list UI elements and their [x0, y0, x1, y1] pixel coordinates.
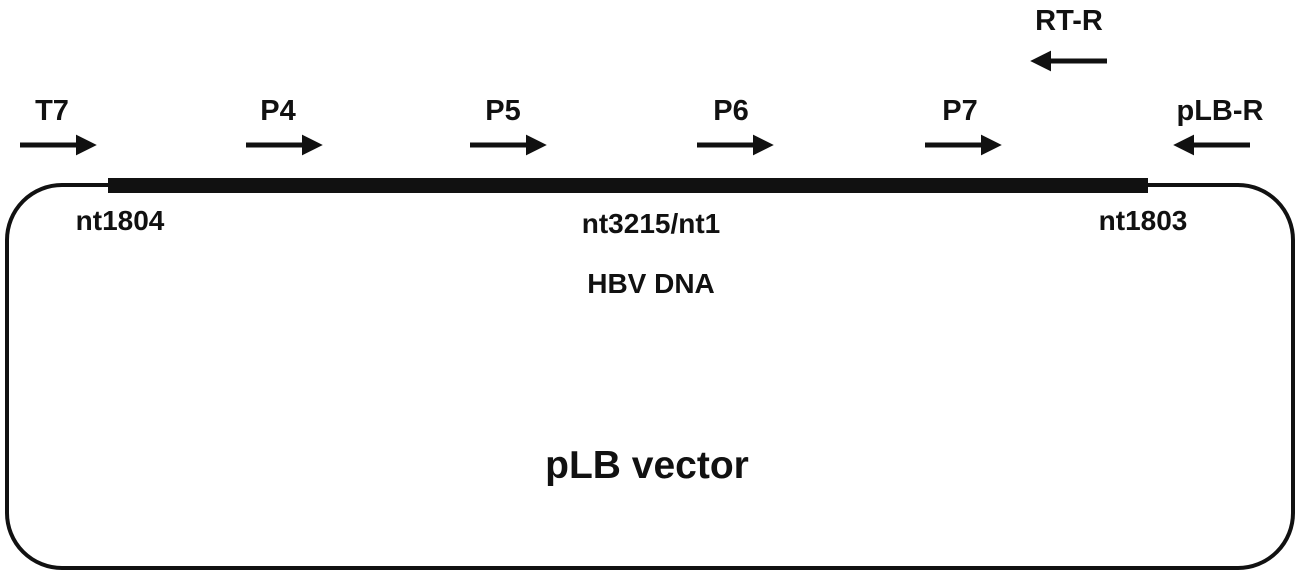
primer-label-t7: T7 — [35, 95, 69, 127]
primer-label-plb-r: pLB-R — [1177, 95, 1264, 127]
vector-label: pLB vector — [545, 444, 749, 487]
vector-outline — [5, 183, 1295, 570]
primer-label-p6: P6 — [713, 95, 748, 127]
primer-label-rt-r: RT-R — [1035, 5, 1103, 37]
insert-junction-label: nt3215/nt1 — [582, 208, 721, 239]
insert-start-label: nt1804 — [76, 205, 165, 236]
primer-arrows — [20, 50, 1250, 156]
hbv-insert-bar — [108, 178, 1148, 193]
primer-label-p5: P5 — [485, 95, 520, 127]
primer-label-p4: P4 — [260, 95, 295, 127]
insert-end-label: nt1803 — [1099, 205, 1188, 236]
insert-name-label: HBV DNA — [587, 268, 715, 299]
primer-label-p7: P7 — [942, 95, 977, 127]
